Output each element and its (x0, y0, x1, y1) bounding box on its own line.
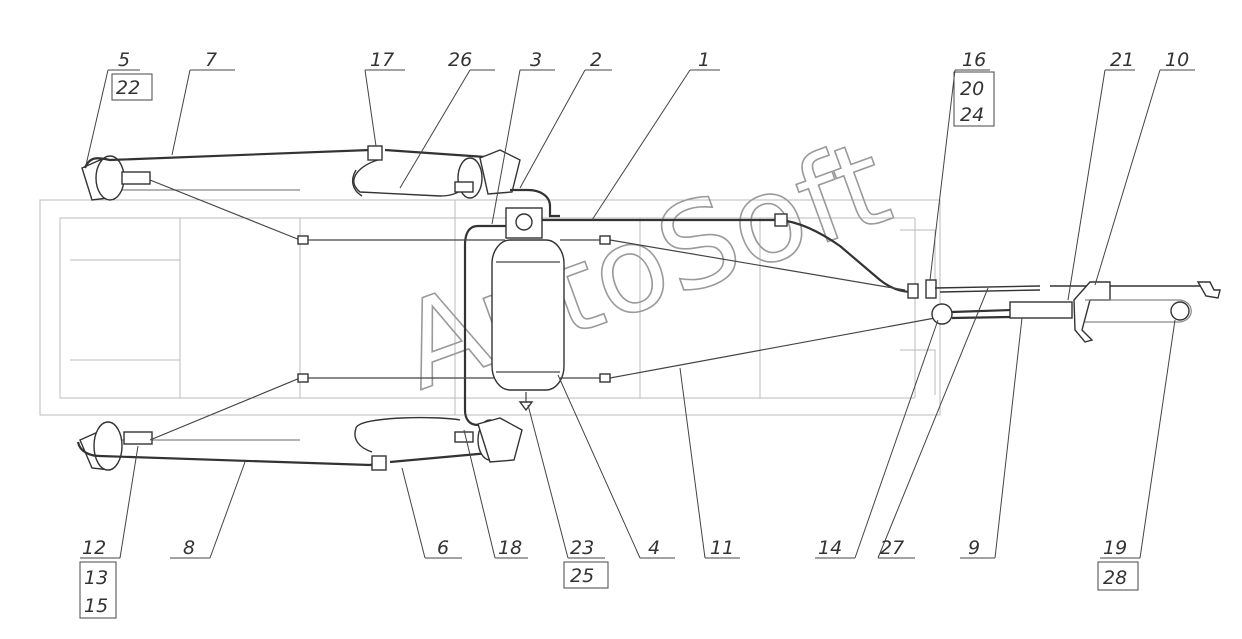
callout-16: 16 (962, 49, 986, 71)
callout-27: 27 (880, 537, 904, 559)
chassis-frame (39, 189, 941, 441)
main-pipelines (149, 179, 936, 441)
central-air-tank (463, 188, 565, 427)
callout-26: 26 (448, 49, 472, 71)
callout-25: 25 (570, 565, 594, 587)
callout-boxes (79, 71, 1139, 619)
callout-24: 24 (960, 104, 984, 126)
callout-3: 3 (530, 49, 542, 71)
callout-6: 6 (437, 537, 449, 559)
lower-left-wheel-assembly (76, 416, 523, 471)
callout-14: 14 (818, 537, 842, 559)
callout-labels: 5 22 7 17 26 3 2 1 16 20 24 21 10 12 13 … (82, 49, 1189, 617)
callout-4: 4 (648, 537, 660, 559)
callout-13: 13 (84, 567, 108, 589)
callout-18: 18 (498, 537, 522, 559)
callout-2: 2 (590, 49, 602, 71)
callout-1: 1 (698, 49, 710, 71)
callout-17: 17 (370, 49, 394, 71)
leader-lines (80, 69, 1195, 559)
watermark-text: AutoSoft (382, 113, 905, 416)
callout-7: 7 (205, 49, 217, 71)
rear-coupling-assembly (907, 279, 1221, 343)
callout-23: 23 (570, 537, 594, 559)
callout-9: 9 (968, 537, 980, 559)
callout-15: 15 (84, 595, 108, 617)
callout-5: 5 (118, 49, 130, 71)
callout-22: 22 (116, 77, 140, 99)
callout-8: 8 (183, 537, 195, 559)
callout-19: 19 (1103, 537, 1127, 559)
callout-12: 12 (82, 537, 106, 559)
callout-11: 11 (710, 537, 734, 559)
upper-left-wheel-assembly (81, 145, 521, 201)
callout-20: 20 (960, 78, 984, 100)
callout-21: 21 (1110, 49, 1134, 71)
callout-10: 10 (1165, 49, 1189, 71)
callout-28: 28 (1103, 567, 1127, 589)
